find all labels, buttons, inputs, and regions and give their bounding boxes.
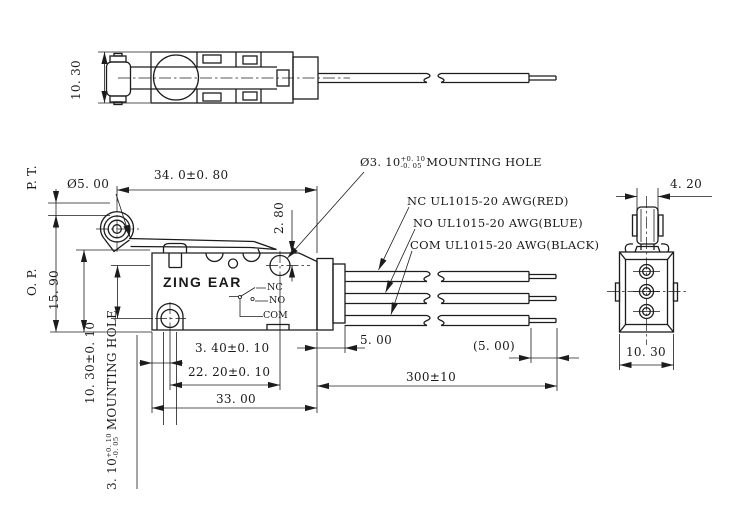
side-body-width-dim: 10. 30 [626,345,666,359]
operating-position-label: O. P. [25,268,39,296]
hole-note-dia: 3. 10 [105,457,119,490]
body-height-dim: 15. 90 [47,270,61,310]
hole-note-tolerance: +0. 10 -0. 05 [105,433,120,458]
hole-top-offset-dim: 2. 80 [272,201,286,234]
wire-length-dim: 300±10 [406,370,457,384]
mounting-hole-tol-minus: -0. 05 [400,161,422,170]
side-view-linework [607,196,686,345]
wire-com-callout: COM UL1015-20 AWG(BLACK) [410,238,600,252]
top-view-width-dim: 10. 30 [69,60,83,100]
holes-vertical-dim: 10. 30±0. 10 [83,321,97,404]
mounting-hole-dia: Ø3. 10 [360,155,401,169]
hole-note-tol-minus: -0. 05 [111,436,120,458]
holes-horizontal-dim: 22. 20±0. 10 [188,365,271,379]
circuit-no-label: NO [269,295,286,306]
mounting-hole-callout: Ø3. 10 +0. 10 -0. 05 MOUNTING HOLE [360,155,542,170]
wire-no-callout: NO UL1015-20 AWG(BLUE) [413,216,583,230]
front-view-dimensions [48,186,579,489]
hole-note-label: MOUNTING HOLE [105,309,119,431]
leader-lines [115,171,416,315]
mounting-hole-tolerance: +0. 10 -0. 05 [401,155,426,170]
body-width-dim: 33. 00 [216,392,256,406]
mounting-hole-note-rotated: 3. 10 +0. 10 -0. 05 MOUNTING HOLE [105,310,120,490]
side-view-dimensions [616,188,712,370]
boot-length-dim: 5. 00 [360,333,393,347]
pretravel-label: P. T. [25,165,39,190]
roller-diameter-dim: Ø5. 00 [67,177,110,191]
top-view-linework [98,51,557,106]
circuit-com-label: COM [263,310,288,321]
lever-length-dim: 34. 0±0. 80 [154,168,229,182]
mounting-hole-label: MOUNTING HOLE [426,155,542,169]
side-roller-width-dim: 4. 20 [670,177,703,191]
strip-length-dim: (5. 00) [473,339,515,353]
circuit-symbol [229,287,268,317]
circuit-nc-label: NC [267,282,283,293]
mounting-hole-tol-plus: +0. 10 [400,154,426,163]
brand-text: ZING EAR [163,274,242,290]
hole-from-left-dim: 3. 40±0. 10 [195,341,270,355]
wire-nc-callout: NC UL1015-20 AWG(RED) [407,194,569,208]
